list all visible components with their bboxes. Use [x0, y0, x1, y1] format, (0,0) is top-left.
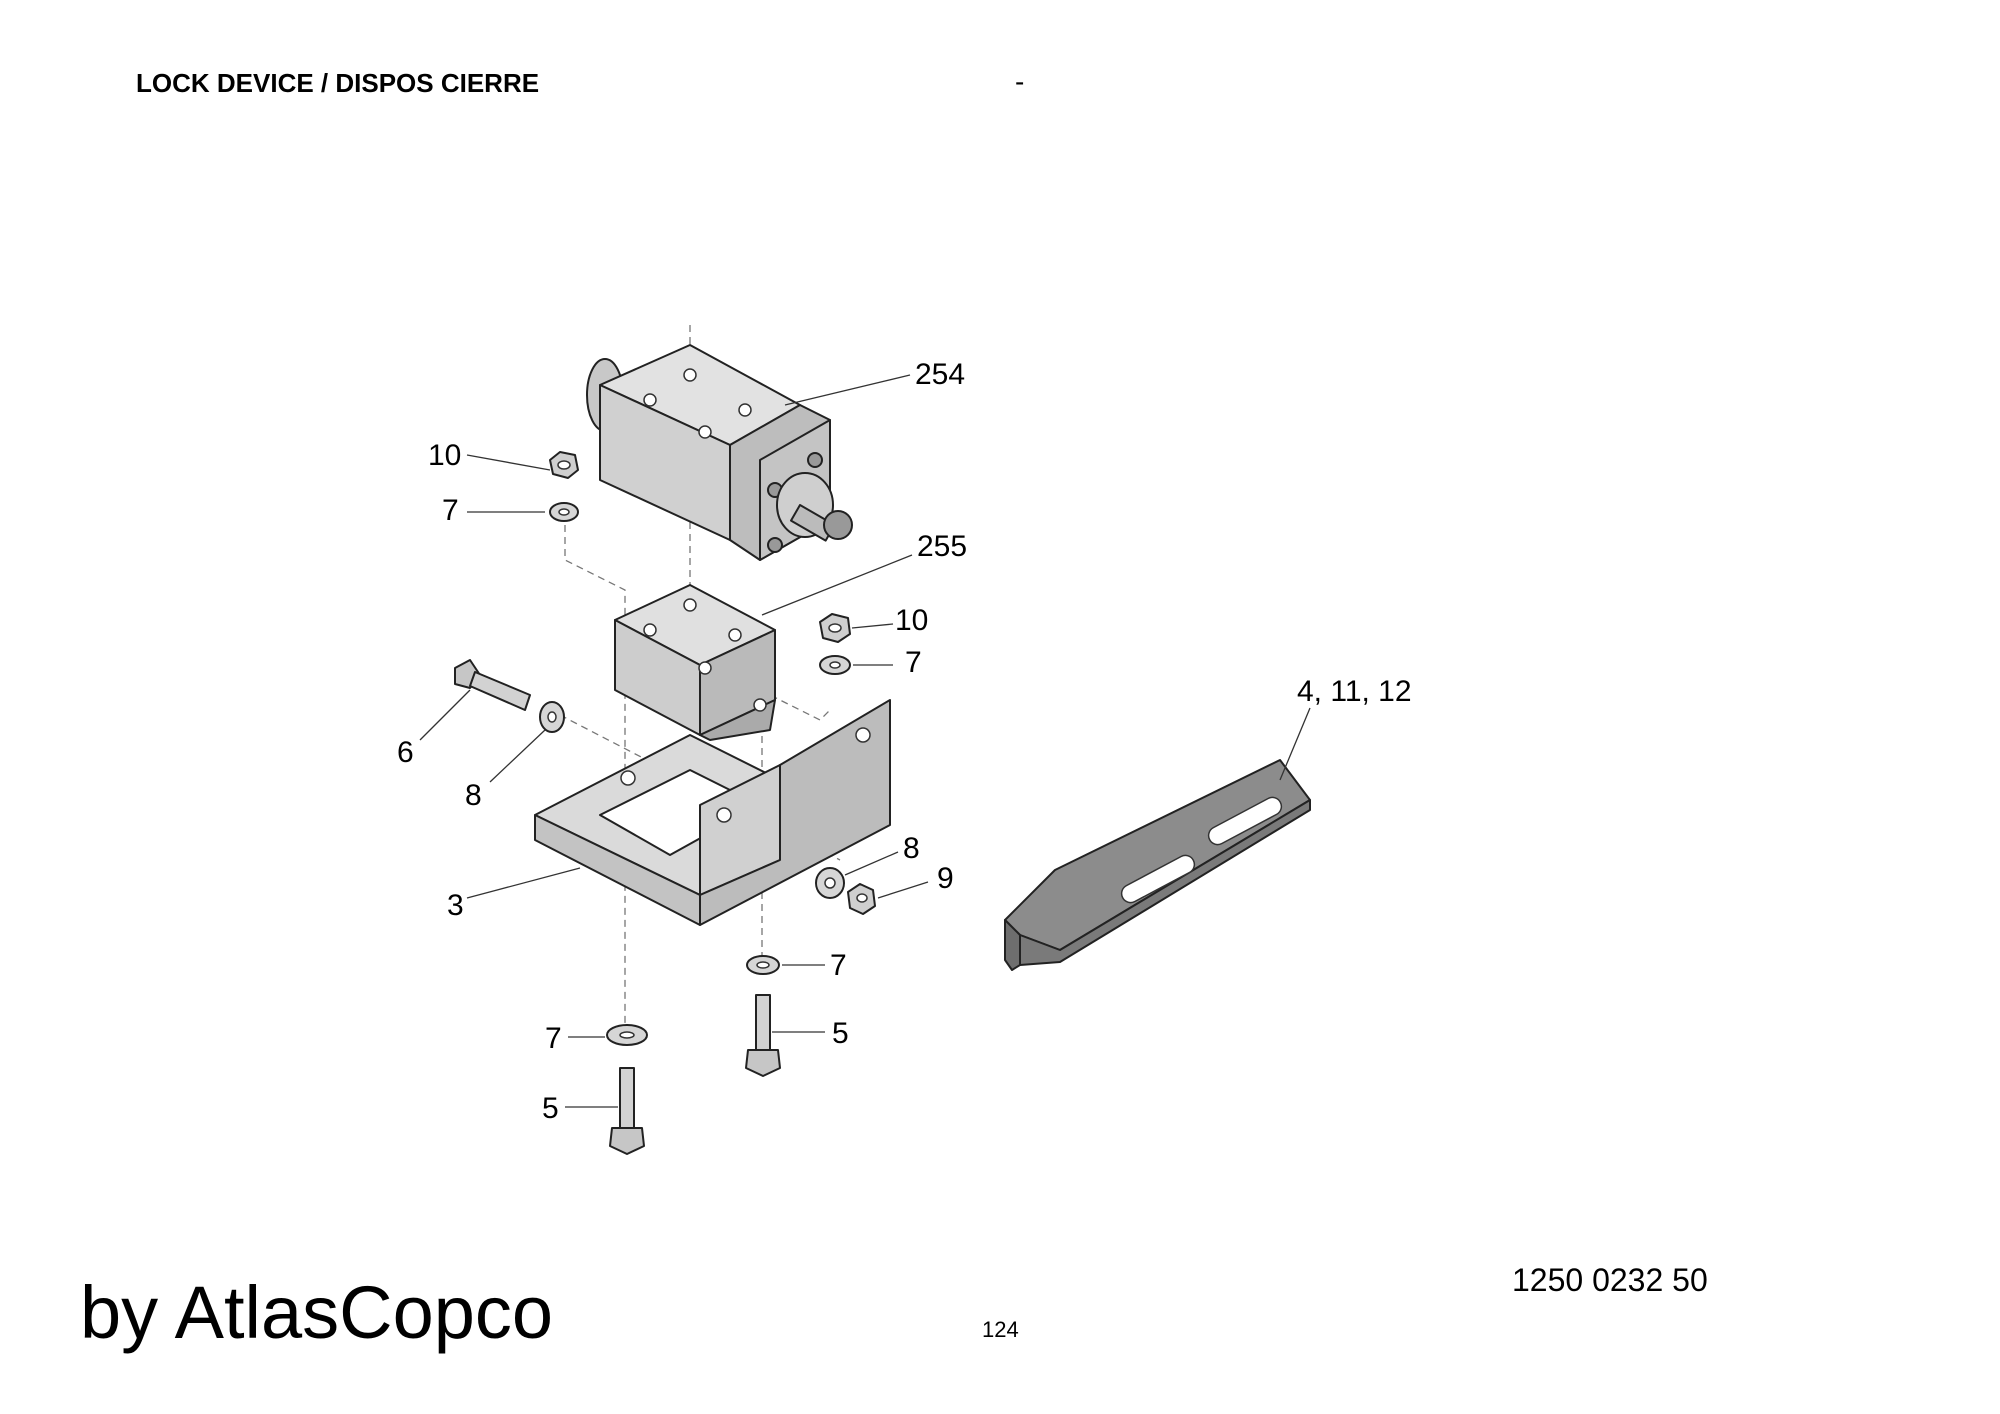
callout-7-lower-right: 7 — [830, 949, 847, 982]
lock-valve-254 — [586, 344, 853, 561]
callout-9: 9 — [937, 862, 954, 895]
callout-7-right: 7 — [905, 646, 922, 679]
u-bracket-3 — [534, 699, 891, 926]
callout-7-lower-left: 7 — [545, 1022, 562, 1055]
angle-bracket-4-11-12 — [1004, 759, 1311, 971]
header-dash: - — [1015, 66, 1025, 97]
callout-5-right: 5 — [832, 1017, 849, 1050]
callout-8-right: 8 — [903, 832, 920, 865]
callout-labels: 254 255 10 7 10 7 6 8 3 8 9 7 5 7 5 4, 1… — [397, 358, 1412, 1125]
callout-4-11-12: 4, 11, 12 — [1297, 675, 1412, 708]
callout-10-right: 10 — [895, 604, 928, 637]
callout-3: 3 — [447, 889, 464, 922]
document-number: 1250 0232 50 — [1512, 1262, 1708, 1298]
callout-254: 254 — [915, 358, 965, 391]
mounting-block-255 — [614, 584, 776, 741]
callout-8-left: 8 — [465, 779, 482, 812]
callout-7-top: 7 — [442, 494, 459, 527]
callout-10-top: 10 — [428, 439, 461, 472]
page-number: 124 — [982, 1317, 1019, 1342]
callout-5-left: 5 — [542, 1092, 559, 1125]
leader-lines — [419, 374, 1311, 1108]
callout-6: 6 — [397, 736, 414, 769]
hardware-parts — [454, 451, 876, 1155]
page-title: LOCK DEVICE / DISPOS CIERRE — [136, 68, 540, 98]
brand-watermark: by AtlasCopco — [80, 1271, 554, 1354]
callout-255: 255 — [917, 530, 967, 563]
